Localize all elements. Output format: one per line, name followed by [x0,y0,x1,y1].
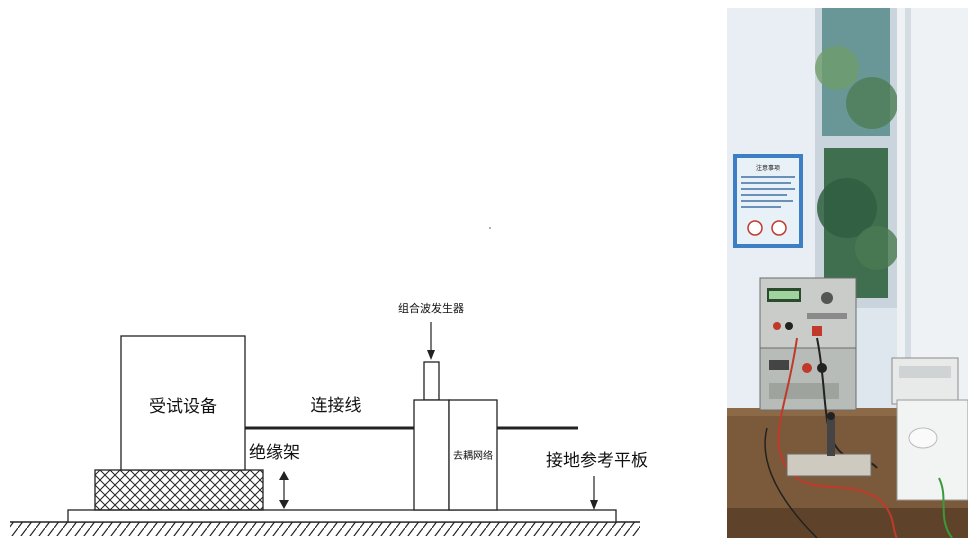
generator-output-box [423,361,440,401]
photo-coupling-fixture [786,453,872,477]
earth-ground [10,522,640,536]
lab-setup-photo: 注意事项 [727,8,968,538]
connecting-cable-label: 连接线 [311,396,362,416]
decoupling-network-box [448,399,498,511]
equipment-under-test-box [120,335,246,471]
generator-label: 组合波发生器 [398,301,464,315]
generator-box [413,399,450,511]
photo-white-mouse [908,427,938,449]
insulating-support-block [94,469,264,511]
insulating-support-label: 绝缘架 [249,443,300,463]
test-setup-diagram: 受试设备 连接线 绝缘架 组合波发生器 去耦网络 接地参考平板 [10,227,648,536]
scan-speck [489,227,491,229]
height-arrow-top [279,471,289,480]
decoupling-network-label: 去耦网络 [453,449,493,462]
height-arrow-bottom [279,500,289,509]
photo-white-panel [896,399,968,501]
ground-plane-arrow-head [590,500,598,510]
photo-generator-lower [759,347,857,411]
photo-red-cable [777,337,898,538]
ground-reference-plane [67,509,617,523]
ground-plane-label: 接地参考平板 [546,451,648,471]
equipment-under-test-label: 受试设备 [149,397,217,417]
photo-side-device [891,357,959,405]
generator-arrow-head [427,350,435,360]
poster-title: 注意事项 [756,164,780,172]
